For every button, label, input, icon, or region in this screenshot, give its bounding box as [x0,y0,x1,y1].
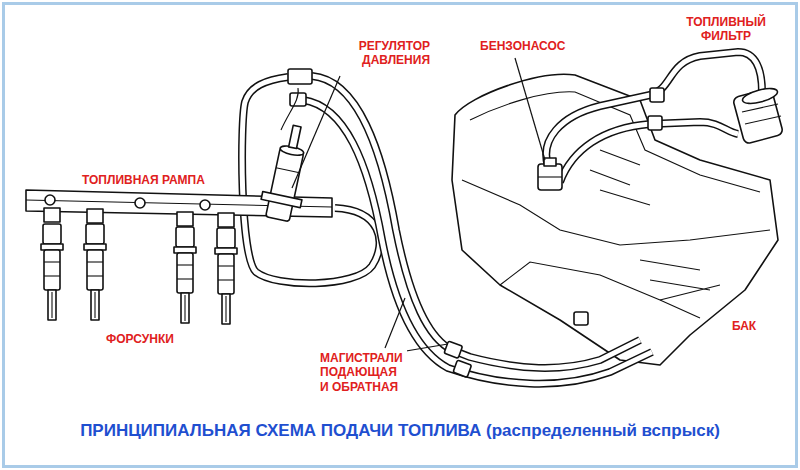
tank [452,74,778,365]
pressure-regulator [258,122,317,223]
fuel-filter [732,86,783,145]
part-label: РЕГУЛЯТОР ДАВЛЕНИЯ [354,38,432,69]
hose-connectors [288,69,664,377]
part-label: ФОРСУНКИ [104,331,176,347]
part-label: БАК [730,318,758,334]
caption-text: ПРИНЦИПИАЛЬНАЯ СХЕМА ПОДАЧИ ТОПЛИВА (рас… [77,420,723,442]
part-label: МАГИСТРАЛИ ПОДАЮЩАЯ И ОБРАТНАЯ [318,350,407,395]
leader-lines [292,58,545,352]
part-label: ТОПЛИВНАЯ РАМПА [80,172,207,188]
fuel-lines [242,52,762,384]
vacuum-hose [281,88,298,130]
fuel-pump [538,158,562,190]
part-label: ТОПЛИВНЫЙ ФИЛЬТР [683,14,769,45]
part-label: БЕНЗОНАСОС [478,38,567,54]
injectors [41,224,237,324]
